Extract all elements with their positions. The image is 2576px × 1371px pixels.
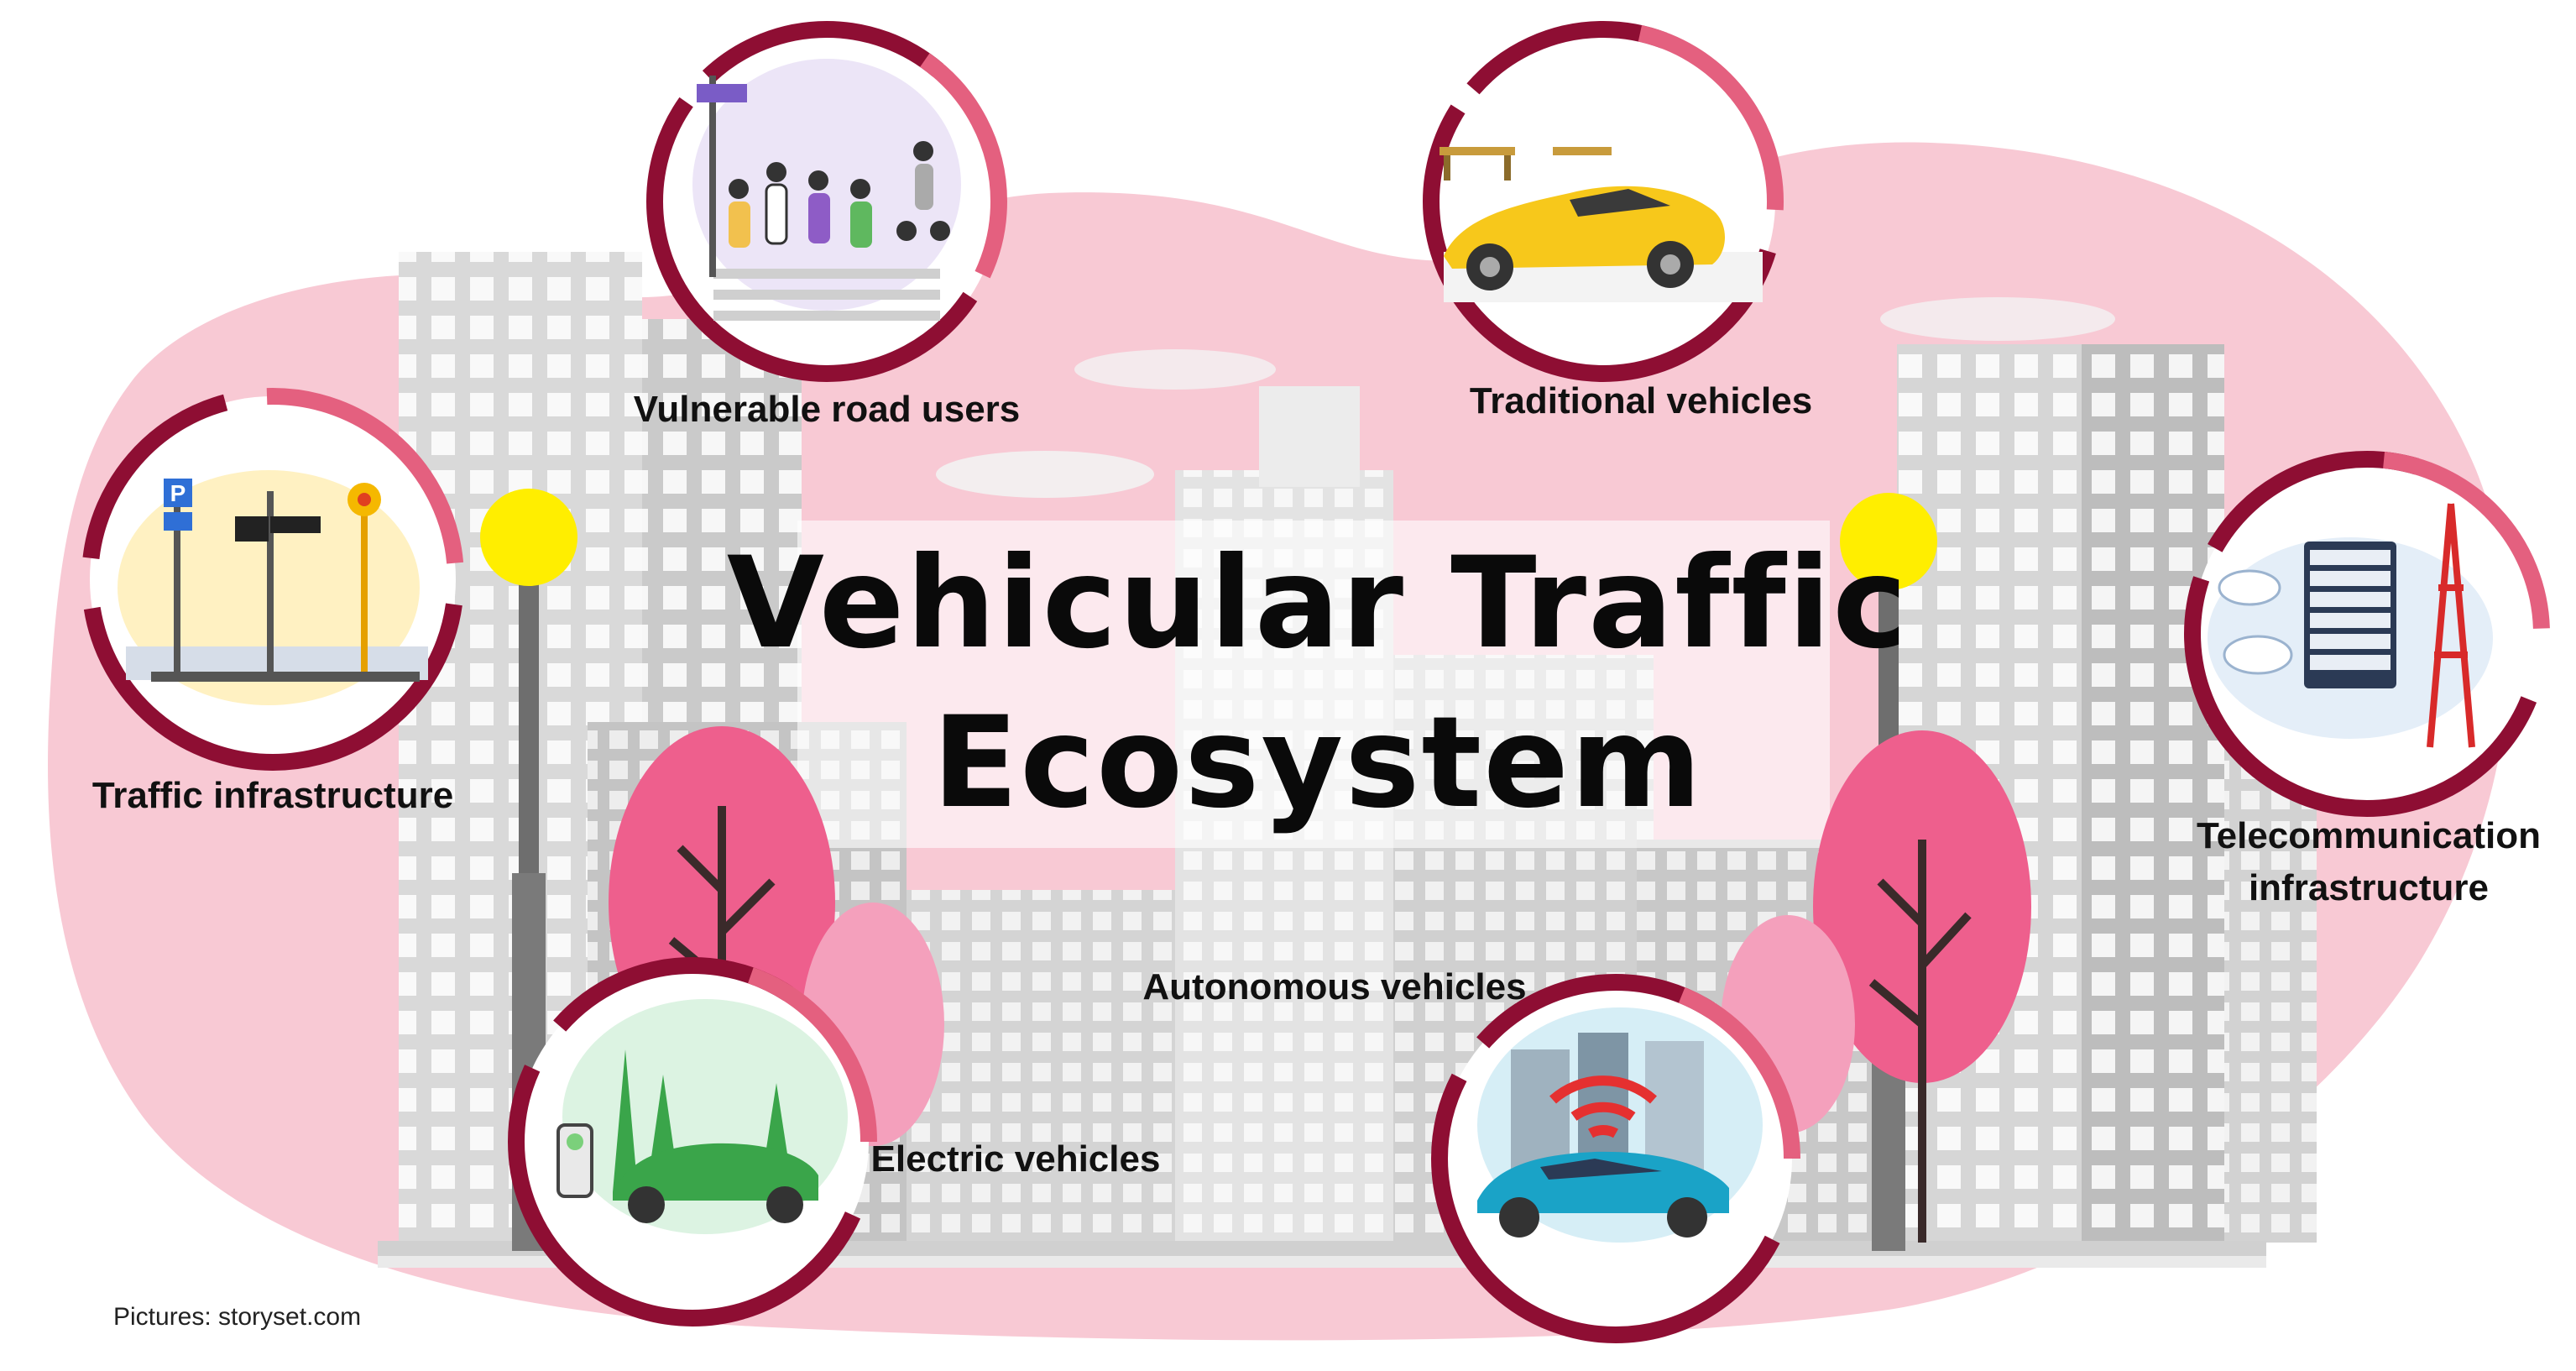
- node-vulnerable-road-users: [646, 21, 1007, 382]
- node-traffic-infrastructure: P: [81, 388, 464, 771]
- tree-right: [1721, 730, 2031, 1243]
- label-vulnerable-road-users: Vulnerable road users: [634, 389, 1021, 430]
- title-panel: [797, 521, 1830, 848]
- node-telecommunication-infrastructure: [2184, 451, 2550, 817]
- node-autonomous-vehicles: [1431, 974, 1800, 1343]
- diagram-title-line-1: Vehicular Traffic: [727, 531, 1909, 677]
- label-telecommunication-line-2: infrastructure: [2249, 867, 2489, 908]
- pedestrian-crossing-icon: [692, 59, 961, 321]
- label-telecommunication-line-1: Telecommunication: [2197, 815, 2541, 856]
- charging-car-icon: [556, 999, 848, 1234]
- parking-sign-label: P: [170, 480, 186, 506]
- image-credit: Pictures: storyset.com: [113, 1303, 361, 1331]
- traffic-light-sign-icon: P: [118, 470, 428, 705]
- sports-car-icon: [1440, 147, 1763, 302]
- label-traffic-infrastructure: Traffic infrastructure: [92, 775, 453, 816]
- node-traditional-vehicles: [1423, 21, 1784, 382]
- connected-car-icon: [1477, 1007, 1763, 1243]
- diagram-title-line-2: Ecosystem: [933, 690, 1704, 836]
- server-tower-icon: [2208, 503, 2493, 748]
- label-traditional-vehicles: Traditional vehicles: [1470, 380, 1812, 421]
- label-autonomous-vehicles: Autonomous vehicles: [1142, 966, 1526, 1007]
- label-electric-vehicles: Electric vehicles: [871, 1138, 1161, 1180]
- node-electric-vehicles: [508, 957, 877, 1327]
